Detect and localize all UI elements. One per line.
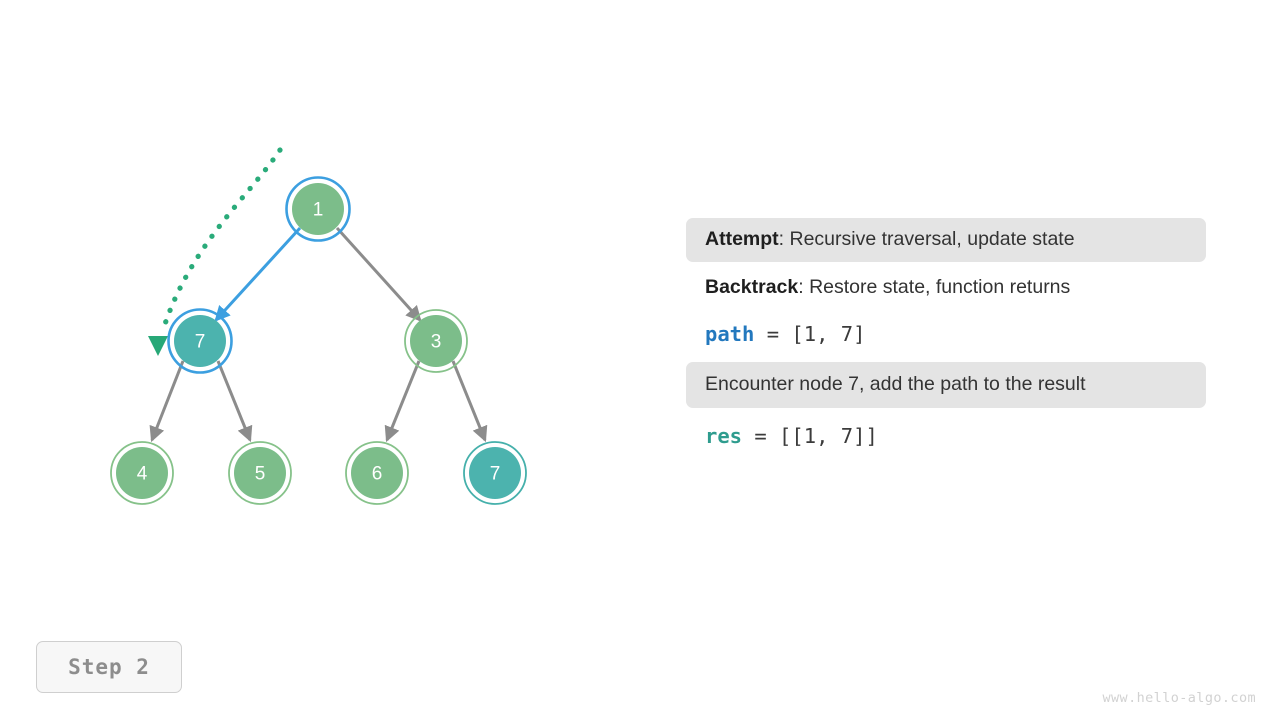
node-1-fill [292, 183, 344, 235]
tree-node-5[interactable]: 5 [228, 441, 292, 505]
node-4-ring [110, 441, 174, 505]
node-1-highlight-ring [285, 176, 351, 242]
node-5-label: 5 [255, 464, 266, 485]
tree-node-7-right[interactable]: 7 [463, 441, 527, 505]
node-7-right-fill [469, 447, 521, 499]
backtrack-label: Backtrack [705, 276, 799, 299]
tree-node-7-left[interactable]: 7 [167, 308, 233, 374]
edge-1-to-7 [214, 226, 302, 322]
tree-node-4[interactable]: 4 [110, 441, 174, 505]
node-6-label: 6 [372, 464, 383, 485]
backtrack-row: Backtrack: Restore state, function retur… [686, 268, 1206, 308]
site-watermark: www.hello-algo.com [1102, 690, 1256, 706]
tree-node-1[interactable]: 1 [285, 176, 351, 242]
path-variable-row: path = [1, 7] [686, 312, 1206, 356]
step-badge: Step 2 [36, 641, 182, 693]
edge-7-to-4 [149, 360, 185, 443]
node-3-ring [404, 309, 468, 373]
node-1-label: 1 [313, 200, 324, 221]
binary-tree-diagram: 1 7 3 4 5 [110, 147, 527, 505]
step-badge-label: Step 2 [68, 655, 150, 679]
node-3-fill [410, 315, 462, 367]
res-code-line: res = [[1, 7]] [705, 424, 878, 448]
backtrack-dotted-path [160, 147, 283, 333]
tree-node-6[interactable]: 6 [345, 441, 409, 505]
node-6-fill [351, 447, 403, 499]
edge-1-to-3 [335, 226, 422, 322]
node-5-fill [234, 447, 286, 499]
edge-3-to-6 [384, 360, 421, 443]
tree-edges [149, 226, 488, 443]
backtrack-description: : Restore state, function returns [798, 276, 1071, 299]
node-3-label: 3 [431, 332, 442, 353]
edge-7-to-5 [216, 360, 253, 443]
res-variable-row: res = [[1, 7]] [686, 414, 1206, 458]
tree-node-3[interactable]: 3 [404, 309, 468, 373]
path-keyword: path [705, 322, 755, 346]
tree-nodes: 1 7 3 4 5 [110, 176, 527, 505]
attempt-description: : Recursive traversal, update state [778, 228, 1075, 251]
attempt-row: Attempt: Recursive traversal, update sta… [686, 218, 1206, 262]
node-4-label: 4 [137, 464, 148, 485]
node-7-left-highlight-ring [167, 308, 233, 374]
node-6-ring [345, 441, 409, 505]
backtrack-arc [148, 147, 283, 356]
node-7-left-fill [174, 315, 226, 367]
edge-3-to-7 [451, 360, 488, 443]
encounter-row: Encounter node 7, add the path to the re… [686, 362, 1206, 408]
backtrack-arrowhead-icon [148, 336, 168, 356]
res-keyword: res [705, 424, 743, 448]
explanation-panel: Attempt: Recursive traversal, update sta… [686, 218, 1206, 458]
node-4-fill [116, 447, 168, 499]
node-7-left-label: 7 [195, 332, 206, 353]
backtrack-text: Backtrack: Restore state, function retur… [705, 275, 1070, 300]
node-5-ring [228, 441, 292, 505]
attempt-label: Attempt [705, 228, 779, 251]
res-expression: = [[1, 7]] [742, 424, 878, 448]
node-7-right-ring [463, 441, 527, 505]
node-7-right-label: 7 [490, 464, 501, 485]
path-expression: = [1, 7] [754, 322, 866, 346]
attempt-text: Attempt: Recursive traversal, update sta… [705, 227, 1075, 252]
path-code-line: path = [1, 7] [705, 322, 865, 346]
encounter-text: Encounter node 7, add the path to the re… [705, 373, 1086, 396]
